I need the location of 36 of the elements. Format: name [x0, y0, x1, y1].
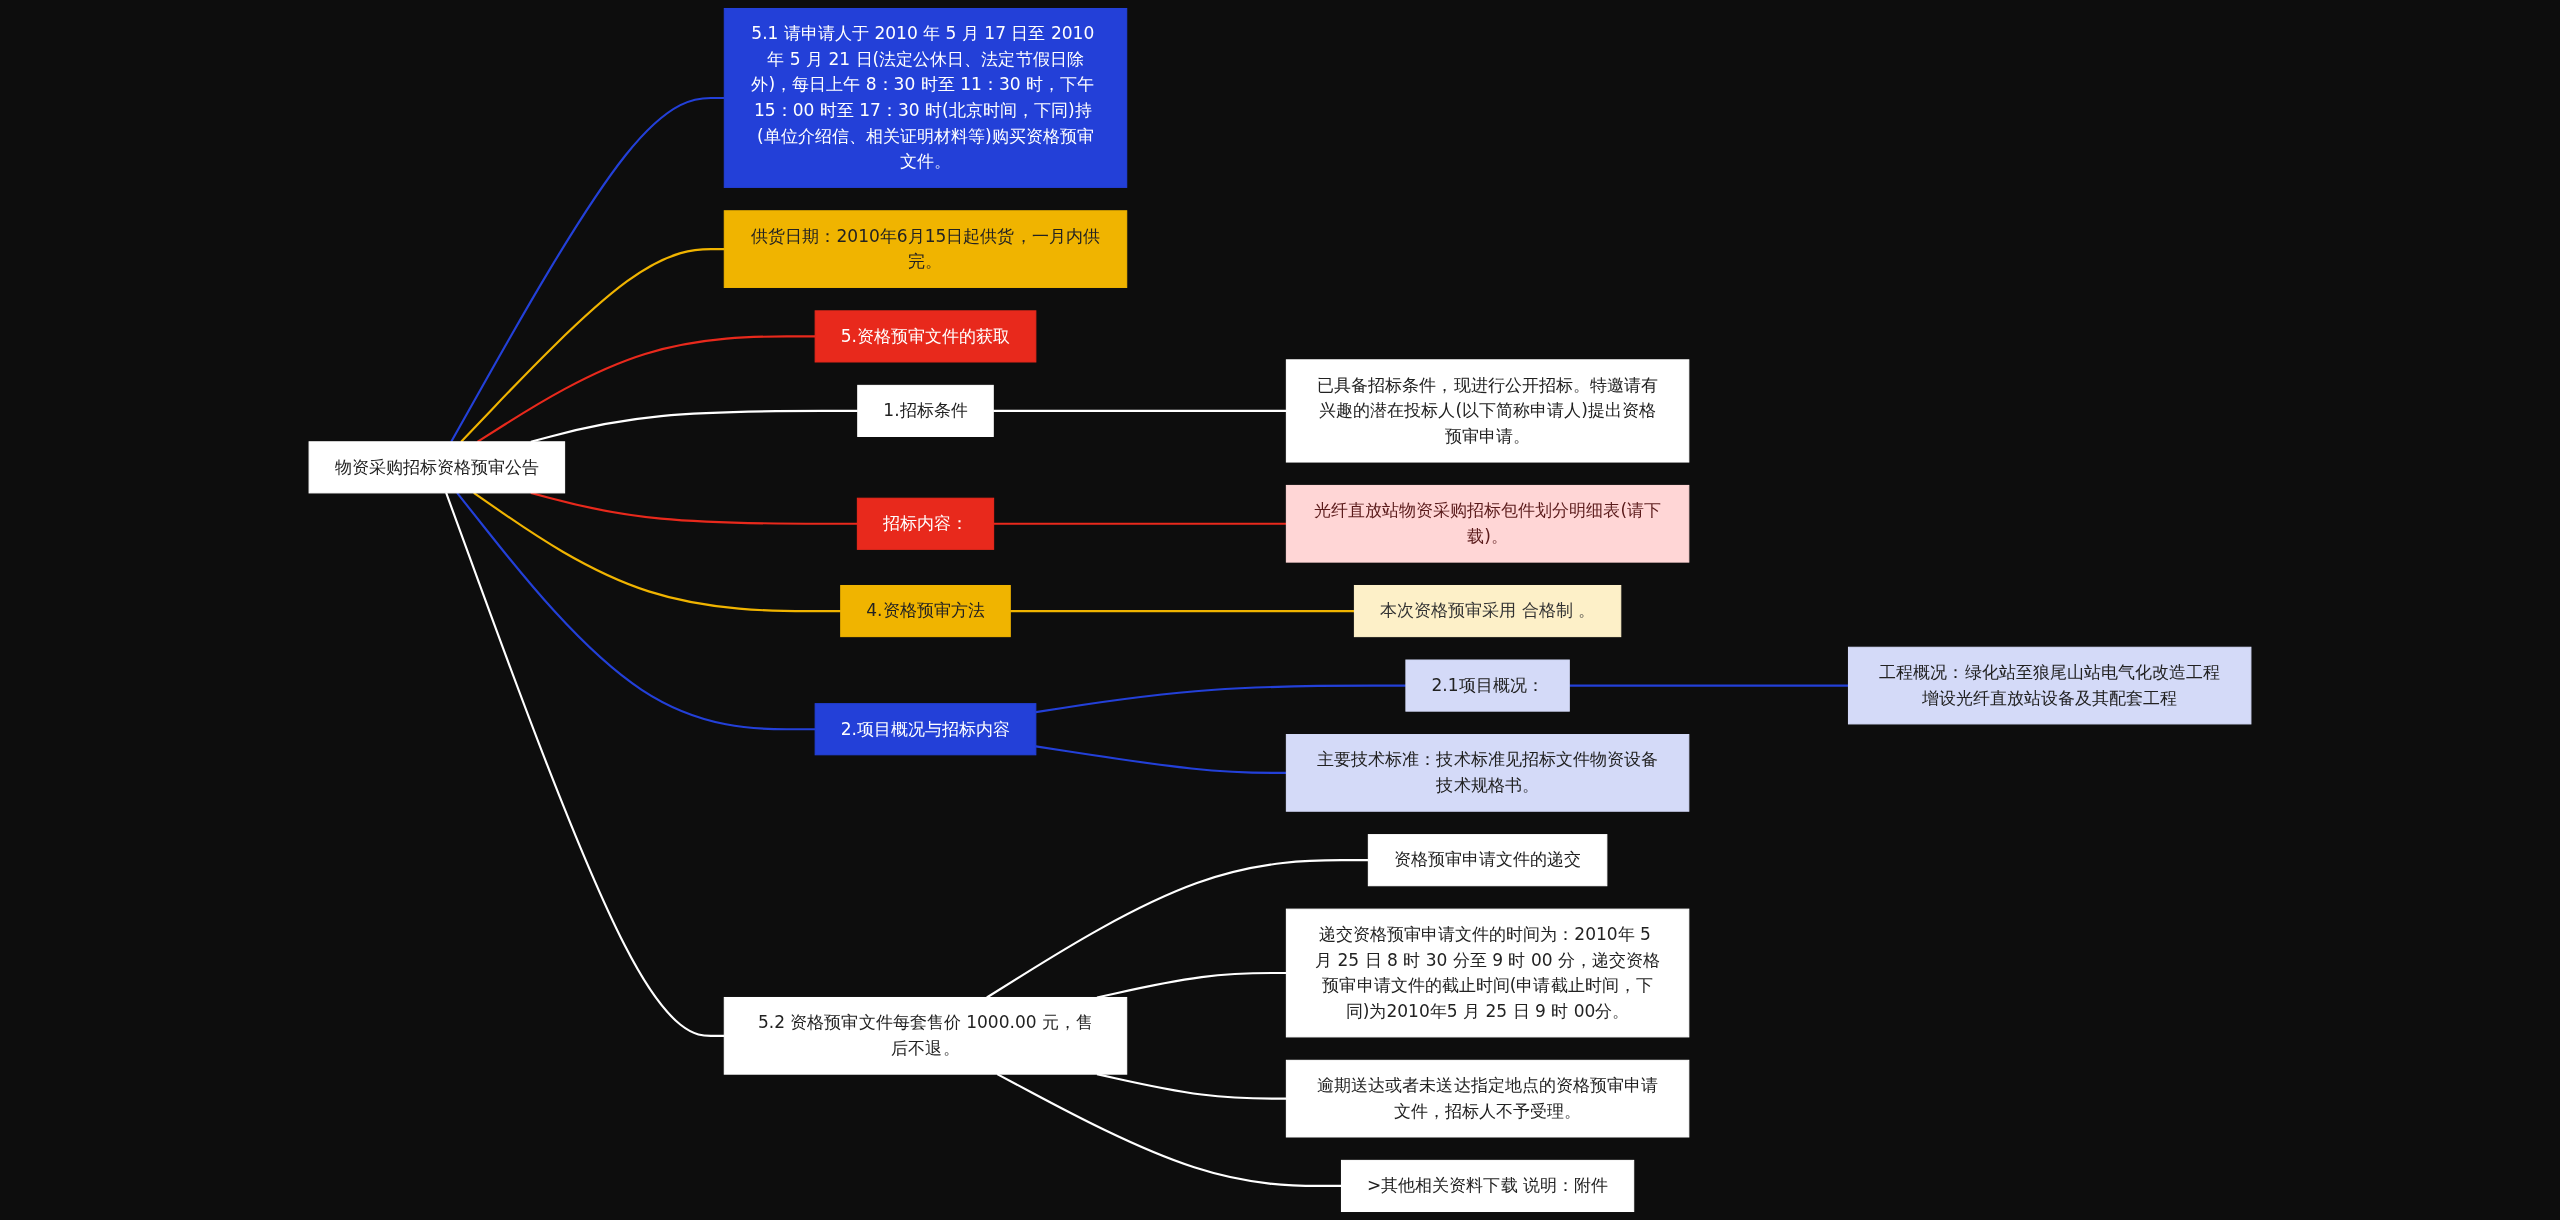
- node-box: 1.招标条件: [857, 384, 994, 437]
- connector: [530, 491, 858, 525]
- node-box: 供货日期：2010年6月15日起供货，一月内供完。: [723, 210, 1128, 288]
- node-box: 5.1 请申请人于 2010 年 5 月 17 日至 2010 年 5 月 21 日(法定公休日、法定节假日除外)，每日上午 8：30 时至 11：30 时，下午 15：00 时至 17：30 时(北京时间，下同)持 (单位介绍信、相关证明材料等)购买资格预审文件。: [723, 8, 1128, 188]
- node-box: 工程概况：绿化站至狼尾山站电气化改造工程增设光纤直放站设备及其配套工程: [1847, 646, 2252, 725]
- connector: [530, 409, 858, 443]
- connector: [1035, 745, 1287, 774]
- node-box: 已具备招标条件，现进行公开招标。特邀请有兴趣的潜在投标人(以下简称申请人)提出资格预审申请。: [1285, 359, 1690, 463]
- node-box: 5.资格预审文件的获取: [814, 310, 1037, 363]
- connector: [473, 492, 841, 613]
- connector: [1010, 610, 1355, 613]
- node-box: 本次资格预审采用 合格制 。: [1353, 585, 1622, 638]
- connector: [476, 335, 816, 443]
- node-box: 物资采购招标资格预审公告: [308, 441, 566, 494]
- node-box: 4.资格预审方法: [840, 585, 1011, 638]
- node-box: 递交资格预审申请文件的时间为：2010年 5 月 25 日 8 时 30 分至 9 时 00 分，递交资格预审申请文件的截止时间(申请截止时间，下同)为2010年5 月 25 日 9 时 00分。: [1285, 908, 1690, 1038]
- node-box: >其他相关资料下载 说明：附件: [1340, 1159, 1635, 1212]
- node-box: 主要技术标准：技术标准见招标文件物资设备技术规格书。: [1285, 734, 1690, 812]
- node-box: 资格预审申请文件的递交: [1367, 834, 1608, 887]
- node-box: 光纤直放站物资采购招标包件划分明细表(请下载)。: [1285, 484, 1690, 563]
- connector: [456, 492, 816, 731]
- connector: [1035, 684, 1406, 714]
- node-box: 5.2 资格预审文件每套售价 1000.00 元，售后不退。: [723, 996, 1128, 1075]
- connector: [1569, 684, 1849, 687]
- connector: [996, 1073, 1342, 1187]
- connector: [993, 409, 1287, 412]
- connector: [993, 522, 1287, 525]
- node-box: 逾期送达或者未送达指定地点的资格预审申请文件，招标人不予受理。: [1285, 1059, 1690, 1138]
- node-box: 2.1项目概况：: [1405, 659, 1570, 712]
- connector: [460, 248, 725, 443]
- connector: [450, 96, 725, 443]
- node-box: 2.项目概况与招标内容: [814, 703, 1037, 756]
- connector: [1096, 971, 1287, 999]
- connector: [986, 859, 1369, 999]
- node-box: 招标内容：: [856, 497, 995, 550]
- connector: [445, 492, 725, 1037]
